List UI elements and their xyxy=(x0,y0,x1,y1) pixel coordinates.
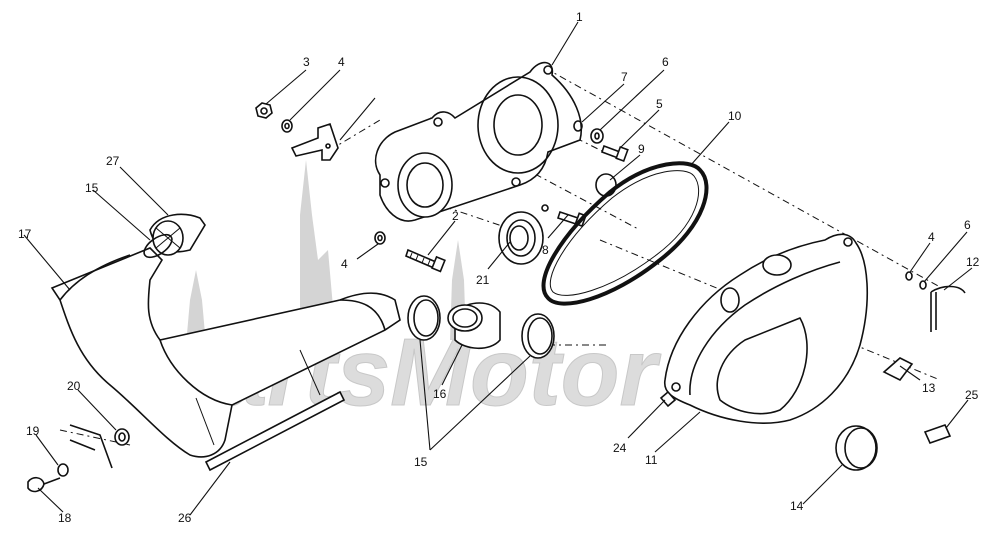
bolt-5 xyxy=(600,144,629,163)
callout-6-top: 6 xyxy=(662,55,669,69)
callout-10: 10 xyxy=(728,109,742,123)
intake-screen-27 xyxy=(149,213,206,256)
outer-cover xyxy=(659,233,868,424)
callout-14: 14 xyxy=(790,499,804,513)
bracket-13 xyxy=(882,357,914,382)
washer-6-right xyxy=(919,280,927,290)
sleeve-16 xyxy=(447,302,501,350)
callout-8: 8 xyxy=(542,243,549,257)
watermark-text: PartsMotor xyxy=(150,319,661,426)
nut-3 xyxy=(255,102,273,119)
clamp-15-left xyxy=(407,295,441,341)
callout-6-right: 6 xyxy=(964,218,971,232)
callout-24: 24 xyxy=(613,441,627,455)
washer-4-top xyxy=(281,119,293,133)
air-duct xyxy=(50,247,401,458)
bolt-2 xyxy=(405,248,446,273)
callouts: 1 2 3 4 4 4 5 6 6 7 8 9 10 11 12 13 14 1… xyxy=(18,10,980,525)
callout-4-mid: 4 xyxy=(341,257,348,271)
callout-4-top: 4 xyxy=(338,55,345,69)
callout-11: 11 xyxy=(645,453,658,467)
callout-3: 3 xyxy=(303,55,310,69)
callout-16: 16 xyxy=(433,387,447,401)
inner-cover xyxy=(374,61,582,222)
bolt-12 xyxy=(930,285,966,332)
mount-bracket xyxy=(290,122,339,161)
watermark-spires xyxy=(186,160,466,345)
callout-15-top: 15 xyxy=(85,181,99,195)
washer-4-mid xyxy=(374,231,386,245)
washer-19 xyxy=(57,463,69,477)
callout-18: 18 xyxy=(58,511,72,525)
callout-2: 2 xyxy=(452,209,459,223)
callout-17: 17 xyxy=(18,227,32,241)
callout-27: 27 xyxy=(106,154,120,168)
nut-20 xyxy=(114,428,130,446)
leader-lines xyxy=(23,21,973,516)
clamp-15-top xyxy=(143,233,173,259)
callout-25: 25 xyxy=(965,388,979,402)
callout-13: 13 xyxy=(922,381,936,395)
callout-1: 1 xyxy=(576,10,583,24)
cap-14 xyxy=(835,425,878,471)
callout-19: 19 xyxy=(26,424,40,438)
screw-18 xyxy=(27,476,61,493)
drive-belt xyxy=(541,161,709,306)
callout-9: 9 xyxy=(638,142,645,156)
callout-7: 7 xyxy=(621,70,628,84)
plug-25 xyxy=(923,424,952,444)
washer-4-right xyxy=(905,271,913,281)
washer-7 xyxy=(573,120,583,132)
seal-21 xyxy=(498,211,544,265)
watermark: PartsMotor xyxy=(150,160,662,427)
bracket-lower xyxy=(69,424,113,469)
callout-5: 5 xyxy=(656,97,663,111)
drain-tube-26 xyxy=(204,390,346,472)
callout-20: 20 xyxy=(67,379,81,393)
clamp-15-right xyxy=(521,313,555,359)
callout-4-right: 4 xyxy=(928,230,935,244)
washer-6-top xyxy=(590,128,604,144)
callout-21: 21 xyxy=(476,273,490,287)
callout-26: 26 xyxy=(178,511,192,525)
callout-15-bottom: 15 xyxy=(414,455,428,469)
callout-12: 12 xyxy=(966,255,980,269)
